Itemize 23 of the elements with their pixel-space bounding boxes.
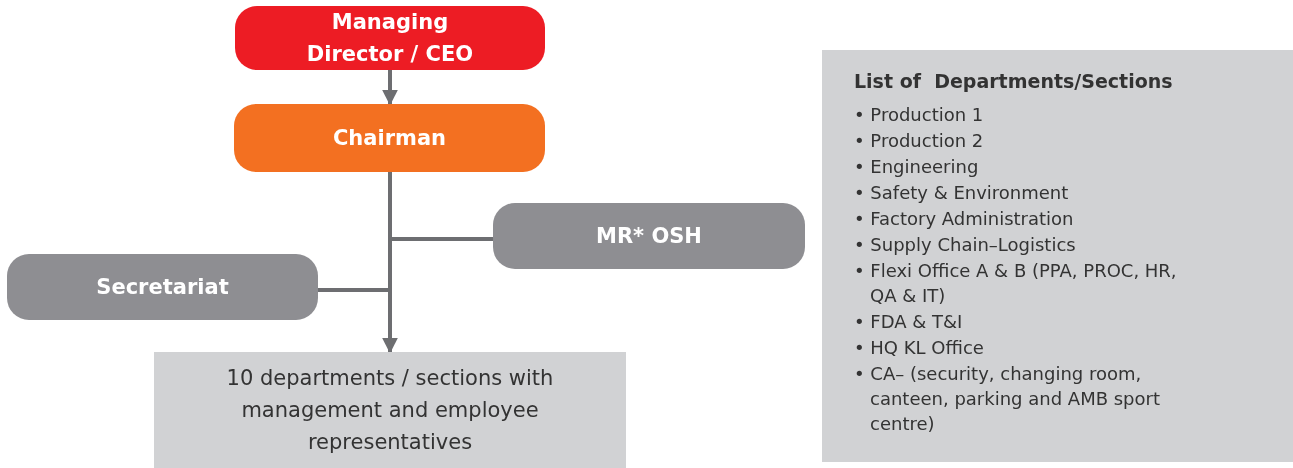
box-label: 10 departments / sections with management and employee representatives [225,365,555,456]
list-item: • Production 1 [854,103,985,127]
list-item: • FDA & T&I [854,310,964,334]
box-label: Chairman [332,125,447,152]
box-label: MR* OSH [596,223,702,250]
role-box [235,6,545,70]
list-item: • Supply Chain–Logistics [854,233,1077,257]
info-panel [822,50,1293,462]
panel-heading: List of Departments/Sections [854,70,1173,92]
list-item: • HQ KL Office [854,336,985,360]
list-item: • Flexi Office A & B (PPA, PROC, HR, QA & IT) [854,259,1178,308]
list-item: • CA– (security, changing room, canteen, parking and AMB sport centre) [854,362,1161,436]
list-item: • Factory Administration [854,207,1075,231]
role-box [234,104,545,172]
list-item: • Production 2 [854,129,985,153]
box-label: Secretariat [96,274,229,301]
box-label: Managing Director / CEO [305,9,475,68]
list-item: • Safety & Environment [854,181,1070,205]
arrow [382,70,398,106]
role-box [7,254,318,320]
role-box [493,203,805,269]
list-item: • Engineering [854,155,980,179]
group-box [154,352,626,468]
